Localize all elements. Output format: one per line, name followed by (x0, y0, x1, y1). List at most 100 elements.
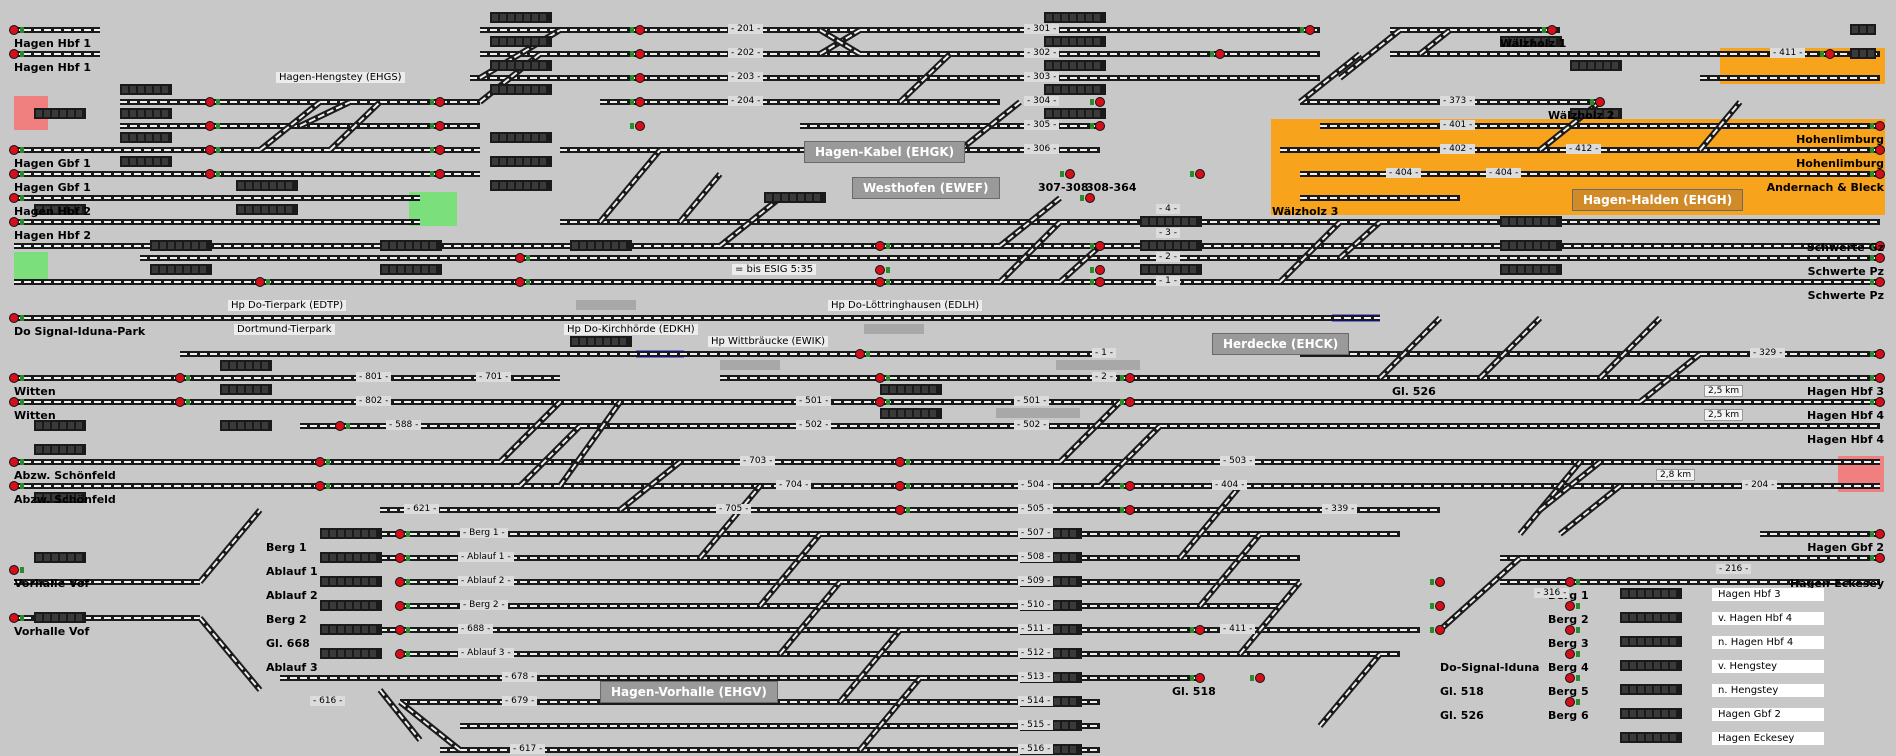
signal-icon[interactable] (630, 97, 645, 107)
train-number-field[interactable] (1620, 732, 1682, 743)
signal-icon[interactable] (1870, 241, 1885, 251)
signal-icon[interactable] (1430, 577, 1445, 587)
signal-icon[interactable] (430, 97, 445, 107)
signal-icon[interactable] (895, 505, 911, 515)
signal-icon[interactable] (9, 49, 25, 59)
signal-icon[interactable] (1820, 49, 1835, 59)
signal-icon[interactable] (875, 241, 891, 251)
station-ehck[interactable]: Herdecke (EHCK) (1212, 333, 1350, 355)
train-number-field[interactable] (1140, 264, 1202, 275)
train-number-field[interactable] (1850, 24, 1876, 35)
signal-icon[interactable] (630, 49, 645, 59)
train-number-field[interactable] (490, 156, 552, 167)
signal-icon[interactable] (630, 25, 645, 35)
train-number-field[interactable] (1500, 36, 1562, 47)
signal-icon[interactable] (1590, 97, 1605, 107)
signal-icon[interactable] (1430, 601, 1445, 611)
signal-icon[interactable] (895, 457, 911, 467)
train-number-field[interactable] (34, 492, 86, 503)
station-ehgk[interactable]: Hagen-Kabel (EHGK) (804, 141, 966, 163)
train-number-field[interactable] (320, 552, 382, 563)
train-number-field[interactable] (380, 240, 442, 251)
signal-icon[interactable] (335, 421, 351, 431)
signal-icon[interactable] (9, 25, 25, 35)
signal-icon[interactable] (1565, 697, 1581, 707)
signal-icon[interactable] (1300, 25, 1315, 35)
signal-icon[interactable] (430, 121, 445, 131)
signal-icon[interactable] (255, 277, 271, 287)
signal-icon[interactable] (430, 169, 445, 179)
signal-icon[interactable] (1090, 265, 1105, 275)
signal-icon[interactable] (1190, 169, 1205, 179)
signal-icon[interactable] (175, 397, 191, 407)
train-number-field[interactable] (1044, 60, 1106, 71)
signal-icon[interactable] (1870, 529, 1885, 539)
train-number-field[interactable] (490, 36, 552, 47)
signal-icon[interactable] (1870, 397, 1885, 407)
signal-icon[interactable] (9, 397, 25, 407)
signal-icon[interactable] (9, 193, 25, 203)
train-number-field[interactable] (120, 84, 172, 95)
signal-icon[interactable] (630, 73, 645, 83)
train-number-field[interactable] (380, 264, 442, 275)
train-number-field[interactable] (34, 444, 86, 455)
train-number-field[interactable] (150, 240, 212, 251)
signal-icon[interactable] (315, 481, 331, 491)
train-number-field[interactable] (1620, 684, 1682, 695)
signal-icon[interactable] (630, 121, 645, 131)
signal-icon[interactable] (1190, 625, 1205, 635)
signal-icon[interactable] (430, 145, 445, 155)
train-number-field[interactable] (1500, 264, 1562, 275)
signal-icon[interactable] (515, 277, 531, 287)
signal-icon[interactable] (395, 625, 411, 635)
train-number-field[interactable] (34, 612, 86, 623)
signal-icon[interactable] (1565, 625, 1581, 635)
signal-icon[interactable] (9, 613, 25, 623)
train-number-field[interactable] (320, 600, 382, 611)
signal-icon[interactable] (515, 253, 531, 263)
train-number-field[interactable] (490, 132, 552, 143)
train-number-field[interactable] (570, 336, 632, 347)
signal-icon[interactable] (9, 373, 25, 383)
train-number-field[interactable] (1044, 12, 1106, 23)
train-number-field[interactable] (1620, 588, 1682, 599)
signal-icon[interactable] (875, 265, 891, 275)
signal-icon[interactable] (205, 97, 221, 107)
train-number-field[interactable] (1044, 36, 1106, 47)
train-number-field[interactable] (1570, 60, 1622, 71)
train-number-field[interactable] (236, 204, 298, 215)
signal-icon[interactable] (1210, 49, 1225, 59)
signal-icon[interactable] (315, 457, 331, 467)
train-number-field[interactable] (1850, 48, 1876, 59)
train-number-field[interactable] (320, 528, 382, 539)
signal-icon[interactable] (1870, 277, 1885, 287)
signal-icon[interactable] (1080, 193, 1095, 203)
signal-icon[interactable] (395, 577, 411, 587)
signal-icon[interactable] (875, 397, 891, 407)
signal-icon[interactable] (1870, 553, 1885, 563)
train-number-field[interactable] (34, 108, 86, 119)
signal-icon[interactable] (175, 373, 191, 383)
train-number-field[interactable] (34, 420, 86, 431)
train-number-field[interactable] (320, 576, 382, 587)
signal-icon[interactable] (1120, 481, 1135, 491)
signal-icon[interactable] (9, 565, 25, 575)
train-number-field[interactable] (320, 648, 382, 659)
station-ewef[interactable]: Westhofen (EWEF) (852, 177, 1000, 199)
signal-icon[interactable] (395, 553, 411, 563)
train-number-field[interactable] (150, 264, 212, 275)
signal-icon[interactable] (855, 349, 871, 359)
train-number-field[interactable] (490, 180, 552, 191)
signal-icon[interactable] (9, 169, 25, 179)
train-number-field[interactable] (1140, 216, 1202, 227)
signal-icon[interactable] (1870, 169, 1885, 179)
train-number-field[interactable] (1620, 612, 1682, 623)
signal-icon[interactable] (1250, 673, 1265, 683)
train-number-field[interactable] (1620, 708, 1682, 719)
train-number-field[interactable] (490, 84, 552, 95)
signal-icon[interactable] (395, 649, 411, 659)
signal-icon[interactable] (395, 529, 411, 539)
train-number-field[interactable] (764, 192, 826, 203)
train-number-field[interactable] (1500, 216, 1562, 227)
train-number-field[interactable] (1140, 240, 1202, 251)
